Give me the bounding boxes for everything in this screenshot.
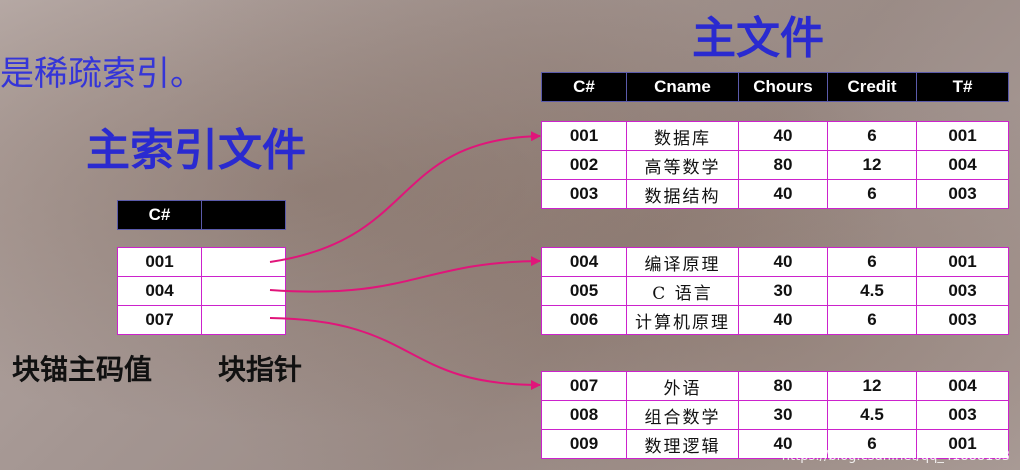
index-file-title: 主索引文件 [86,125,306,176]
index-header-cno: C# [117,200,202,230]
cell-cname: 计算机原理 [626,305,739,335]
cell-chours: 30 [738,400,828,430]
pointer-arrow-1 [269,131,541,263]
cell-tno: 003 [916,179,1009,209]
cell-credit: 6 [827,305,917,335]
table-row: 005 C 语言 30 4.5 003 [541,276,1009,306]
main-file-title: 主文件 [692,13,824,64]
table-row: 009 数理逻辑 40 6 001 [541,429,1009,459]
cell-cname: 外语 [626,371,739,401]
watermark: https://blog.csdn.net/qq_41888163 [781,449,1010,464]
table-row: 003 数据结构 40 6 003 [541,179,1009,209]
cell-cname: 组合数学 [626,400,739,430]
main-block-3: 007 外语 80 12 004 008 组合数学 30 4.5 003 009… [541,371,1009,459]
table-row: 004 编译原理 40 6 001 [541,247,1009,277]
header-chours: Chours [738,72,828,102]
index-cell-key: 004 [117,276,202,306]
main-block-2: 004 编译原理 40 6 001 005 C 语言 30 4.5 003 00… [541,247,1009,335]
cell-chours: 40 [738,305,828,335]
cell-cno: 001 [541,121,627,151]
table-row: 007 [117,305,286,335]
cell-tno: 004 [916,371,1009,401]
cell-cname: C 语言 [626,276,739,306]
cell-cname: 编译原理 [626,247,739,277]
cell-tno: 003 [916,400,1009,430]
index-cell-pointer [201,305,286,335]
cell-cno: 002 [541,150,627,180]
cell-credit: 6 [827,179,917,209]
cell-tno: 003 [916,305,1009,335]
cell-cno: 005 [541,276,627,306]
main-file-header: C# Cname Chours Credit T# [541,72,1009,102]
main-block-1: 001 数据库 40 6 001 002 高等数学 80 12 004 003 … [541,121,1009,209]
table-row: 006 计算机原理 40 6 003 [541,305,1009,335]
cell-credit: 6 [827,121,917,151]
cell-chours: 40 [738,121,828,151]
cell-tno: 001 [916,247,1009,277]
index-cell-key: 007 [117,305,202,335]
cell-tno: 001 [916,429,1009,459]
index-cell-key: 001 [117,247,202,277]
cell-chours: 40 [738,429,828,459]
pointer-arrow-3 [269,317,541,390]
table-row: 001 [117,247,286,277]
block-pointer-caption: 块指针 [218,353,303,386]
pointer-arrow-2 [269,256,541,293]
index-cell-pointer [201,247,286,277]
cell-credit: 12 [827,150,917,180]
index-header-pointer [201,200,286,230]
header-credit: Credit [827,72,917,102]
cell-tno: 001 [916,121,1009,151]
cell-chours: 40 [738,247,828,277]
cell-chours: 40 [738,179,828,209]
cell-cno: 008 [541,400,627,430]
table-row: 001 数据库 40 6 001 [541,121,1009,151]
table-row: 007 外语 80 12 004 [541,371,1009,401]
index-file-table: 001 004 007 [117,247,286,335]
header-cname: Cname [626,72,739,102]
cell-cname: 数据结构 [626,179,739,209]
table-row: 008 组合数学 30 4.5 003 [541,400,1009,430]
cell-cno: 006 [541,305,627,335]
index-file-header: C# [117,200,286,230]
header-tno: T# [916,72,1009,102]
cell-cno: 003 [541,179,627,209]
cell-chours: 80 [738,371,828,401]
cell-credit: 12 [827,371,917,401]
cell-cname: 高等数学 [626,150,739,180]
cell-tno: 004 [916,150,1009,180]
cell-cno: 009 [541,429,627,459]
cell-cname: 数理逻辑 [626,429,739,459]
cell-cname: 数据库 [626,121,739,151]
anchor-key-caption: 块锚主码值 [12,353,153,386]
cell-credit: 6 [827,247,917,277]
cell-chours: 30 [738,276,828,306]
intro-text: 是稀疏索引。 [0,54,204,94]
